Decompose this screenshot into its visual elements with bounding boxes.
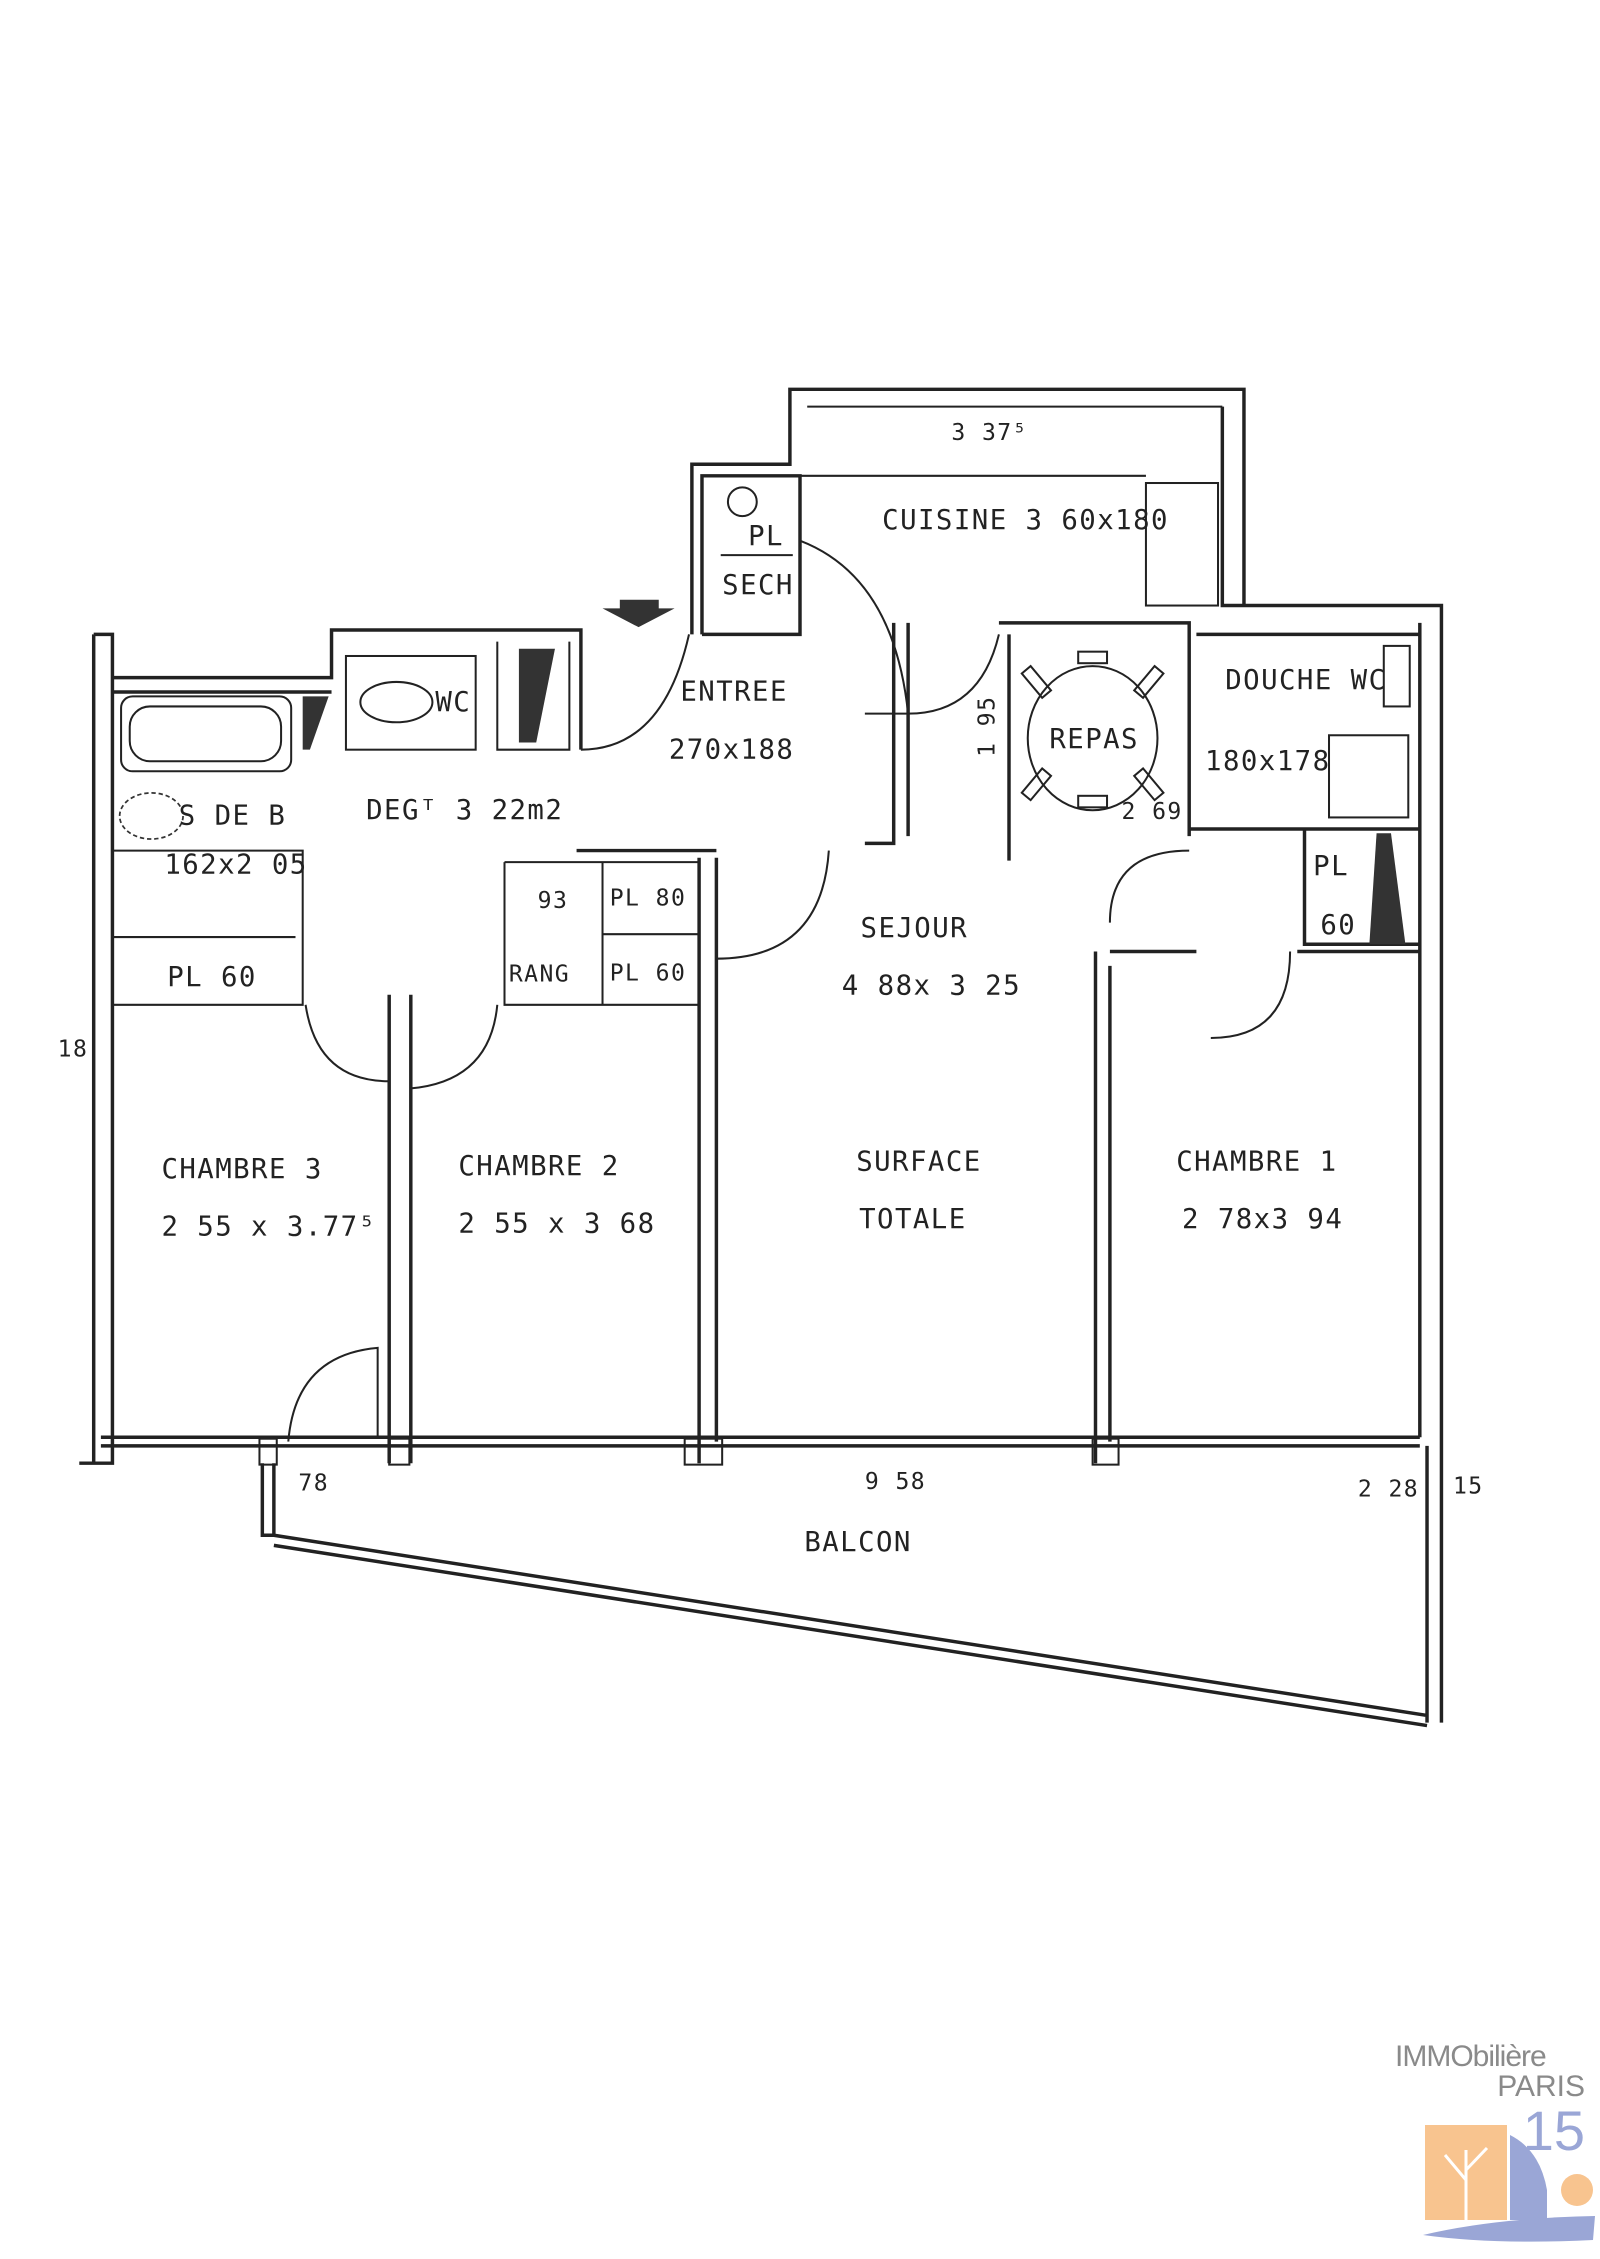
doors [287, 539, 1292, 1442]
sejour-dimensions: 4 88x 3 25 [842, 971, 1021, 1002]
entree-dimensions: 270x188 [669, 734, 794, 765]
closet-pl-label: PL [748, 521, 784, 552]
chambre1-label: CHAMBRE 1 [1176, 1147, 1337, 1178]
closet-pl-right-number: 60 [1320, 910, 1356, 941]
repas-label: REPAS [1049, 724, 1139, 755]
douche-dimensions: 180x178 [1205, 746, 1330, 777]
closet-pl60-left: PL 60 [167, 962, 257, 993]
logo-line1: IMMObilière [1395, 2040, 1547, 2073]
rang-number: 93 [538, 888, 569, 914]
douche-label: DOUCHE WC [1225, 665, 1386, 696]
closet-sech-label: SECH [722, 570, 794, 601]
bath-label: S DE B [179, 801, 287, 832]
totale-label: TOTALE [859, 1204, 967, 1235]
dining-table [1020, 650, 1165, 812]
bath-dimensions: 162x2 05 [164, 850, 307, 881]
surface-label: SURFACE [856, 1147, 981, 1178]
hall-label: DEGᵀ 3 22m2 [366, 795, 563, 826]
closet-pl80: PL 80 [610, 885, 687, 911]
boiler-icon [726, 486, 758, 518]
kitchen-length: 3 37⁵ [951, 420, 1028, 446]
closet-pl60-mid: PL 60 [610, 960, 687, 986]
walls [79, 387, 1444, 1728]
kitchen-label: CUISINE 3 60x180 [882, 505, 1169, 536]
dimension-78: 78 [298, 1471, 329, 1497]
chambre2-dimensions: 2 55 x 3 68 [458, 1209, 655, 1240]
dimension-15: 15 [1453, 1473, 1484, 1499]
dimension-958: 9 58 [865, 1469, 926, 1495]
entrance-arrow-icon [602, 599, 675, 628]
repas-width: 2 69 [1121, 799, 1182, 825]
chambre1-dimensions: 2 78x3 94 [1182, 1204, 1343, 1235]
entree-label: ENTREE [680, 677, 788, 708]
repas-height: 1 95 [975, 696, 1001, 757]
dimension-18: 18 [58, 1037, 89, 1063]
labels: 3 37⁵ CUISINE 3 60x180 PL SECH ENTREE 27… [58, 420, 1484, 1558]
chambre3-dimensions: 2 55 x 3.77⁵ [161, 1211, 376, 1242]
chambre2-label: CHAMBRE 2 [458, 1151, 619, 1182]
balcon-label: BALCON [804, 1527, 912, 1558]
agency-logo: IMMObilière PARIS 15 [1395, 2040, 1595, 2250]
rang-label: RANG [509, 962, 570, 988]
chambre3-label: CHAMBRE 3 [161, 1154, 322, 1185]
logo-line3: 15 [1522, 2099, 1585, 2162]
wc-label: WC [435, 687, 471, 718]
closet-pl-right: PL [1313, 851, 1349, 882]
dimension-228: 2 28 [1358, 1476, 1419, 1502]
logo-graphic [1423, 2125, 1595, 2242]
logo-line2: PARIS [1497, 2070, 1585, 2103]
sejour-label: SEJOUR [861, 913, 969, 944]
